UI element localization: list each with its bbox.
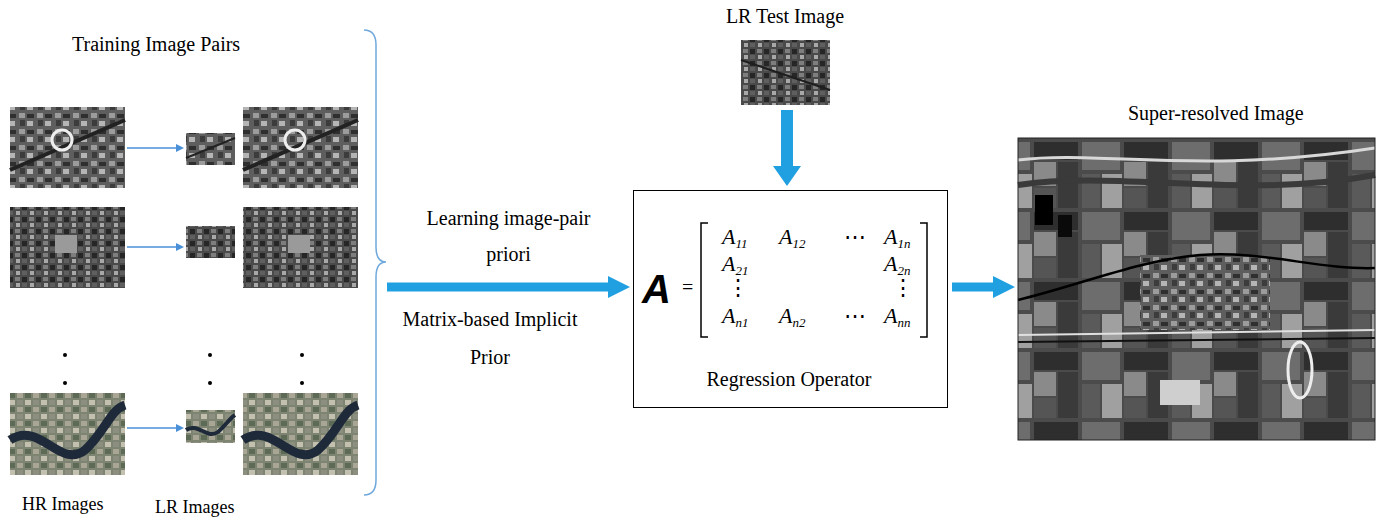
regression-box: A=A11A12⋯A1nA21A2n⋮⋮An1An2⋯AnnRegression… (633, 190, 948, 408)
bracket-line (701, 223, 927, 337)
matrix-entry: Ann (884, 303, 910, 331)
subscript: n1 (735, 315, 748, 330)
subscript: nn (897, 315, 910, 330)
flow-arrow (773, 110, 801, 186)
image-heading: LR Test Image (720, 4, 850, 28)
matrix-entry: An1 (722, 303, 748, 331)
matrix-entry: A1n (884, 224, 910, 252)
figure-label: Matrix-based Implicit Prior (390, 300, 590, 376)
matrix-symbol: A (642, 265, 671, 313)
matrix-entry: A2n (884, 251, 910, 279)
matrix-ellipsis: ⋯ (844, 303, 866, 329)
subscript: 12 (792, 236, 805, 251)
flow-arrow (387, 276, 630, 298)
matrix-entry: A11 (722, 224, 748, 252)
figure-label: HR Images (22, 494, 103, 516)
flow-arrow (952, 276, 1015, 298)
figure-label: LR Images (155, 497, 234, 519)
image-node: LR Test Image (720, 2, 854, 107)
image-heading: Super-resolved Image (1128, 101, 1304, 125)
subscript: 11 (735, 236, 747, 251)
subscript: 1n (897, 236, 910, 251)
box-caption: Regression Operator (634, 367, 944, 391)
matrix-ellipsis: ⋮ (892, 275, 914, 301)
equals-sign: = (682, 275, 693, 299)
image-node: Super-resolved Image (1018, 100, 1375, 442)
matrix-ellipsis: ⋮ (727, 275, 749, 301)
matrix-entry: A21 (722, 251, 748, 279)
arrow-label: Learning image-pair priori (424, 200, 594, 272)
subscript: n2 (792, 315, 805, 330)
matrix-ellipsis: ⋯ (844, 224, 866, 250)
group-heading: Training Image Pairs (72, 32, 240, 56)
matrix-entry: A12 (779, 224, 805, 252)
training-group: Training Image Pairs (5, 30, 383, 495)
matrix-entry: An2 (779, 303, 805, 331)
